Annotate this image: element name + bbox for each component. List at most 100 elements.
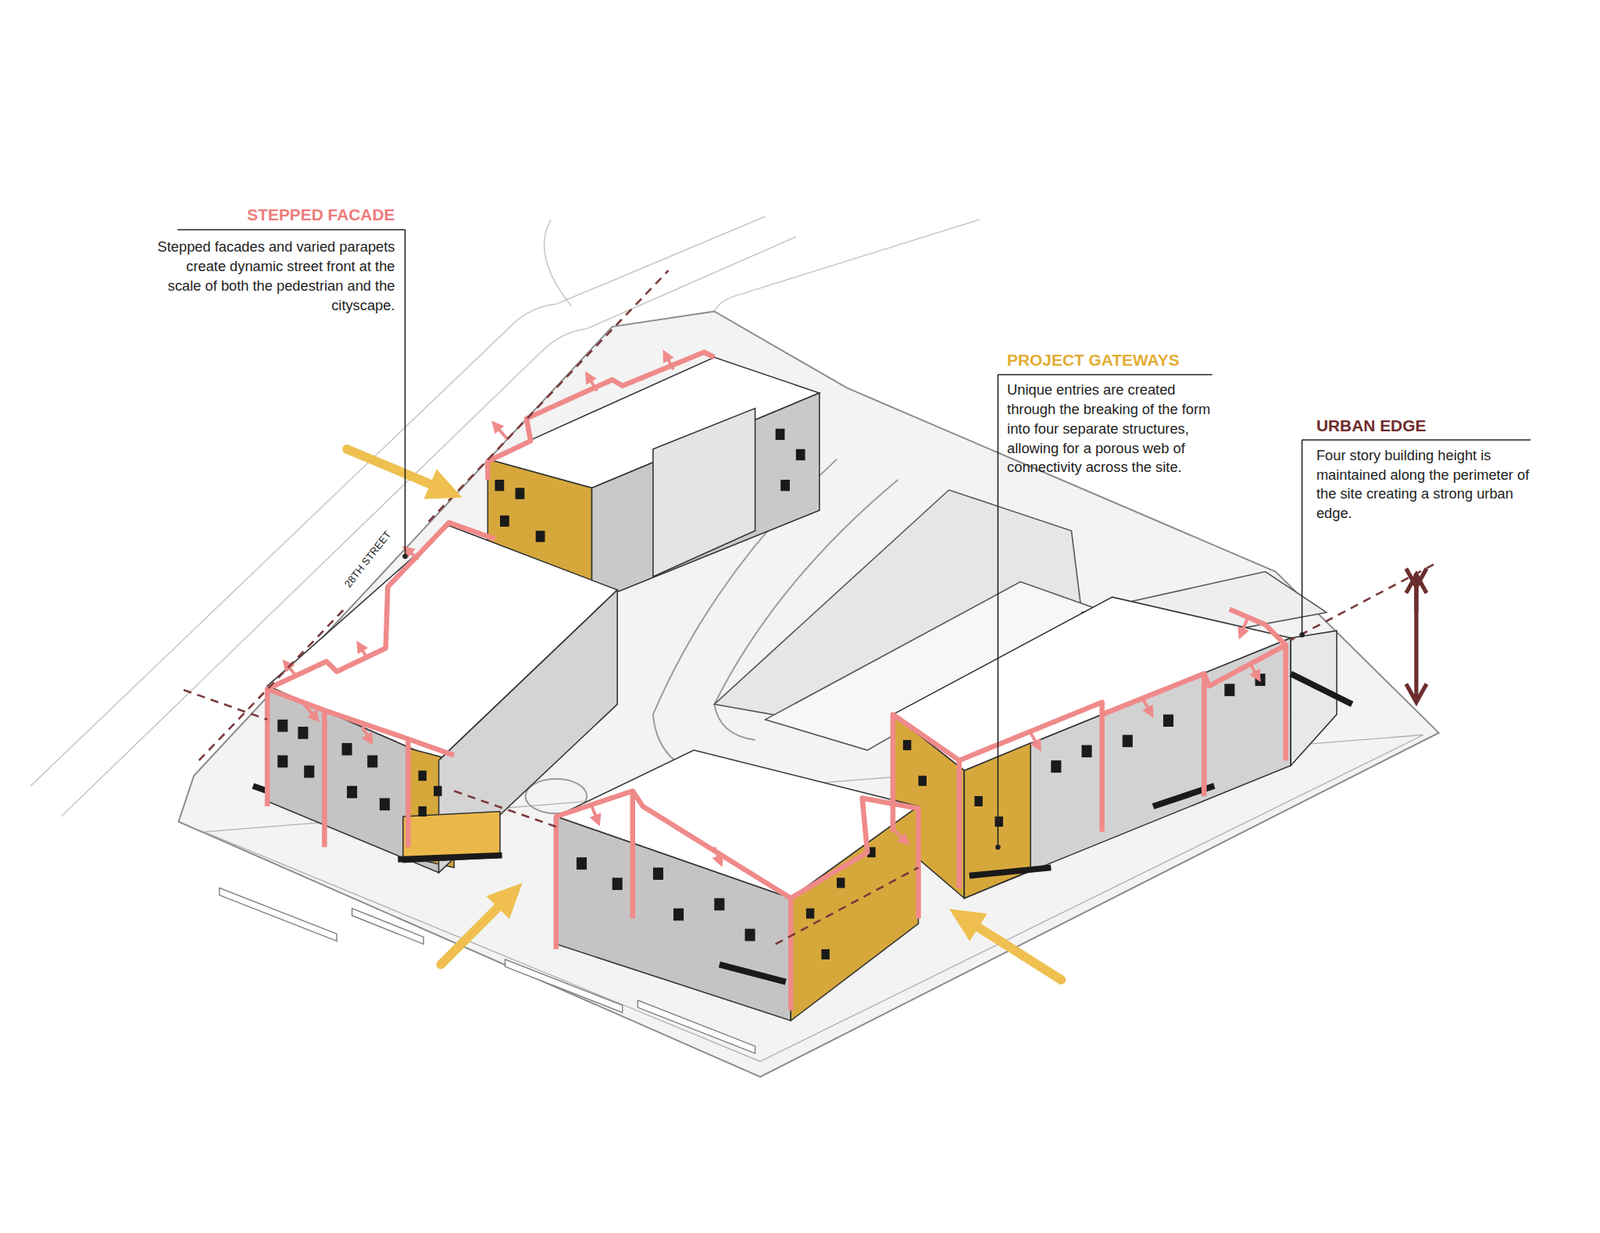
callout-body: Four story building height is maintained… — [1316, 446, 1543, 524]
building-d — [1290, 630, 1337, 765]
site-ground — [178, 310, 1440, 1077]
canopies — [253, 673, 1353, 982]
stepped-facade-outline — [267, 352, 1286, 1011]
windows — [297, 726, 308, 740]
windows — [576, 857, 587, 870]
pink-arrows — [303, 703, 317, 718]
pink-arrows — [592, 806, 599, 822]
windows — [418, 806, 427, 817]
building-a — [592, 392, 820, 603]
windows — [342, 742, 353, 756]
dashed-alignment — [775, 867, 919, 944]
stepped-facade-outline — [407, 739, 454, 756]
dashed-alignment — [1290, 564, 1434, 640]
callout-heading: URBAN EDGE — [1316, 416, 1536, 436]
gateway-arrows — [346, 449, 1061, 980]
pink-arrows — [892, 828, 907, 843]
windows — [796, 449, 806, 461]
planters — [505, 959, 623, 1013]
planters — [219, 887, 337, 941]
leader-lines — [997, 374, 1212, 376]
canopies — [969, 867, 1051, 875]
windows — [780, 479, 790, 491]
windows — [433, 785, 442, 797]
pink-arrows — [359, 645, 368, 659]
windows — [974, 796, 983, 807]
dashed-alignment — [453, 790, 557, 827]
leader-dots — [1299, 632, 1305, 638]
building-d — [892, 596, 1337, 898]
windows — [1163, 714, 1174, 727]
stepped-facade-outline — [959, 645, 1286, 761]
windows — [673, 908, 684, 922]
leader-dots — [402, 553, 408, 560]
pink-arrows — [494, 424, 508, 439]
leader-lines — [1302, 439, 1532, 441]
pink-arrows — [1240, 619, 1247, 636]
stepped-facade-outline — [267, 522, 495, 807]
windows — [367, 755, 378, 768]
windows — [303, 765, 315, 779]
stepped-facade-outline — [267, 689, 325, 847]
stepped-facade-outline — [1229, 609, 1286, 646]
building-a — [653, 408, 756, 578]
leader-lines — [404, 229, 407, 557]
windows — [1081, 745, 1092, 758]
pink-arrows — [1030, 732, 1039, 747]
dashed-alignment — [199, 606, 347, 761]
street-lines — [711, 219, 980, 337]
gateway-arrows — [346, 449, 450, 493]
pink-arrows — [665, 353, 674, 370]
windows — [653, 867, 664, 880]
gateway-arrows — [960, 916, 1061, 980]
windows — [277, 755, 288, 768]
pink-arrows — [362, 726, 371, 741]
windows — [277, 428, 1265, 960]
leader-dots — [402, 553, 1305, 850]
stepped-facade-outline — [630, 790, 636, 918]
stepped-facade-outline — [1201, 673, 1208, 797]
building-c — [556, 750, 919, 1021]
windows — [500, 515, 510, 527]
windows — [494, 479, 504, 491]
pink-arrows — [285, 353, 1259, 862]
windows — [418, 770, 427, 781]
pink-arrows — [1142, 699, 1151, 714]
leader-lines — [177, 229, 1531, 847]
stepped-facade-outline — [324, 710, 408, 847]
leader-lines — [997, 374, 1000, 847]
planters — [352, 908, 424, 945]
stepped-facade-outline — [790, 797, 918, 918]
height-arrow-start — [1414, 574, 1418, 612]
windows — [346, 785, 358, 799]
leader-lines — [1301, 439, 1304, 635]
windows — [806, 908, 815, 919]
pink-arrows — [406, 549, 419, 560]
pink-arrows — [587, 375, 597, 392]
street-lines — [544, 219, 572, 307]
windows — [1122, 735, 1133, 748]
windows — [903, 739, 911, 750]
windows — [775, 428, 786, 440]
building-d — [964, 637, 1291, 898]
canopies — [1290, 673, 1352, 704]
windows — [744, 928, 755, 942]
stepped-facade-outline — [892, 714, 960, 888]
pink-arrows — [714, 846, 721, 863]
canopies — [719, 964, 786, 982]
dashed-alignment — [428, 270, 669, 522]
windows — [277, 719, 288, 733]
windows — [821, 949, 829, 960]
gateway-arrows — [440, 892, 512, 965]
stepped-facade-outline — [556, 790, 791, 1011]
building-c — [556, 816, 791, 1021]
planters — [637, 1000, 755, 1054]
stepped-facade-outline — [487, 352, 715, 480]
windows — [379, 797, 390, 811]
leader-lines — [177, 228, 405, 231]
building-c — [790, 806, 918, 1021]
windows — [994, 816, 1003, 827]
stepped-facade-outline — [1099, 714, 1105, 832]
windows — [836, 877, 845, 888]
callout-body: Stepped facades and varied parapets crea… — [153, 237, 396, 315]
